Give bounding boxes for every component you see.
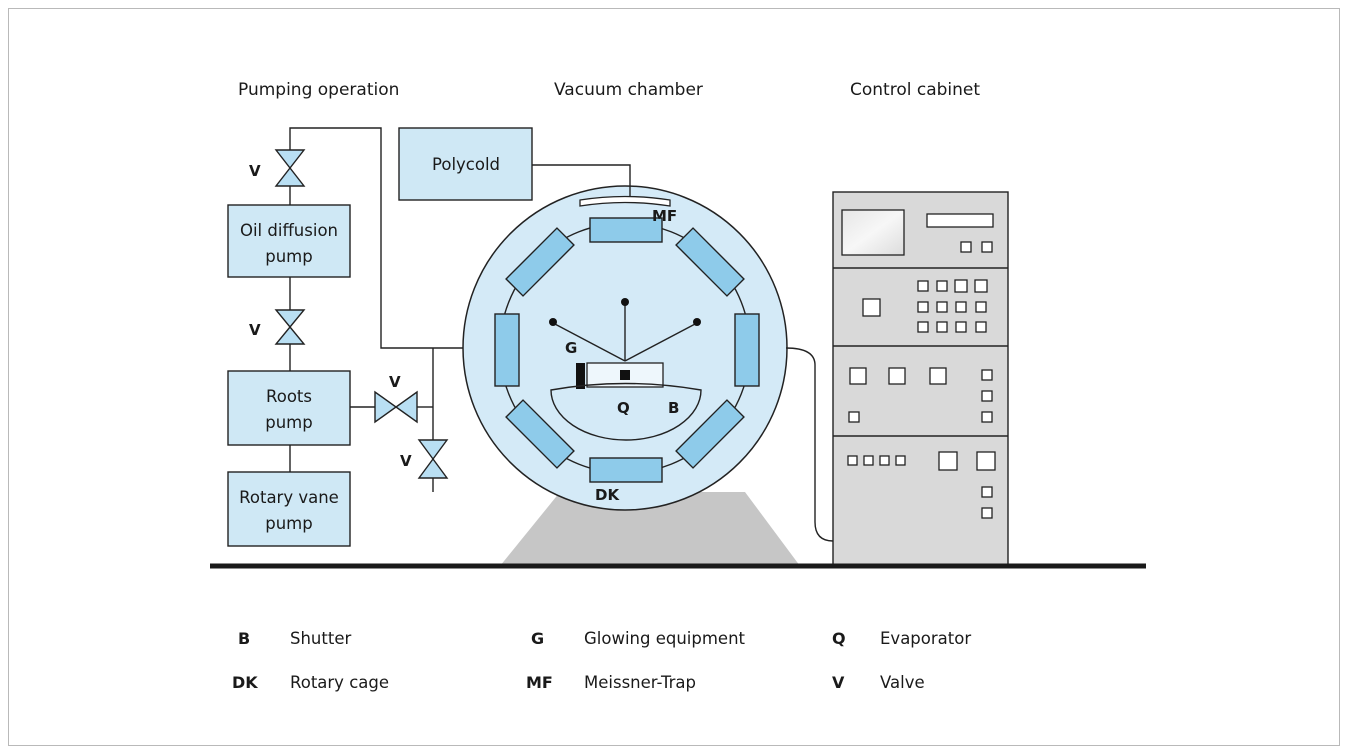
evaporator-source — [620, 370, 630, 380]
valve-middle — [274, 309, 306, 345]
q-label: Q — [617, 399, 630, 417]
substrate-holder — [549, 298, 701, 362]
legend-key-g: G — [531, 629, 544, 648]
legend-key-v: V — [832, 673, 845, 692]
polycold-label: Polycold — [432, 155, 500, 174]
oil-diffusion-label-2: pump — [265, 247, 312, 266]
legend-key-dk: DK — [232, 673, 258, 692]
cabinet-cable — [785, 347, 834, 542]
rotary-vane-label-2: pump — [265, 514, 312, 533]
roots-pump-label-2: pump — [265, 413, 312, 432]
magnet-top — [589, 217, 663, 243]
magnet-top-right — [675, 227, 745, 297]
legend-key-q: Q — [832, 629, 846, 648]
valve-horizontal — [374, 390, 418, 424]
valve-label-middle: V — [249, 321, 261, 339]
polycold: Polycold — [398, 127, 631, 201]
chamber-stand — [500, 492, 800, 566]
oil-diffusion-label-1: Oil diffusion — [240, 221, 338, 240]
valve-label-horizontal: V — [389, 373, 401, 391]
vacuum-chamber: MF DK G Q B — [462, 185, 800, 566]
magnet-bottom-right — [675, 399, 745, 469]
magnet-bottom-left — [505, 399, 575, 469]
legend-value-shutter: Shutter — [290, 629, 351, 648]
heading-pumping-operation: Pumping operation — [238, 80, 399, 100]
legend-value-evaporator: Evaporator — [880, 629, 971, 648]
legend-value-meissner: Meissner-Trap — [584, 673, 696, 692]
shutter — [550, 382, 702, 441]
legend-value-rotary-cage: Rotary cage — [290, 673, 389, 692]
roots-pump-label-1: Roots — [266, 387, 312, 406]
legend-value-valve: Valve — [880, 673, 925, 692]
control-cabinet — [785, 191, 1009, 567]
heading-vacuum-chamber: Vacuum chamber — [554, 80, 703, 100]
mf-label: MF — [652, 207, 677, 225]
valve-label-top: V — [249, 162, 261, 180]
rotary-vane-pump — [227, 471, 351, 547]
dk-label: DK — [595, 486, 620, 504]
legend-key-b: B — [238, 629, 250, 648]
cabinet-display — [926, 213, 994, 228]
rotary-cage-magnets — [494, 217, 760, 483]
roots-pump — [227, 370, 351, 446]
legend-value-glowing: Glowing equipment — [584, 629, 746, 648]
meissner-trap — [579, 195, 671, 207]
b-label: B — [668, 399, 679, 417]
valve-vent — [417, 439, 449, 479]
magnet-left — [494, 313, 520, 387]
magnet-right — [734, 313, 760, 387]
legend: B Shutter G Glowing equipment Q Evaporat… — [232, 629, 971, 692]
pumping-operation: V Oil diffusion pump V Roots pump Rotary… — [227, 127, 465, 547]
glowing-electrode — [576, 363, 585, 389]
g-label: G — [565, 339, 577, 357]
rotary-vane-label-1: Rotary vane — [239, 488, 339, 507]
legend-key-mf: MF — [526, 673, 553, 692]
foreline-pipe — [289, 127, 465, 349]
polycold-box — [398, 127, 533, 201]
valve-top — [274, 149, 306, 205]
polycold-line — [532, 164, 631, 196]
magnet-top-left — [505, 227, 575, 297]
oil-diffusion-pump — [227, 204, 351, 278]
magnet-bottom — [589, 457, 663, 483]
cabinet-screen — [841, 209, 905, 256]
heading-control-cabinet: Control cabinet — [850, 80, 980, 100]
valve-label-vent: V — [400, 452, 412, 470]
